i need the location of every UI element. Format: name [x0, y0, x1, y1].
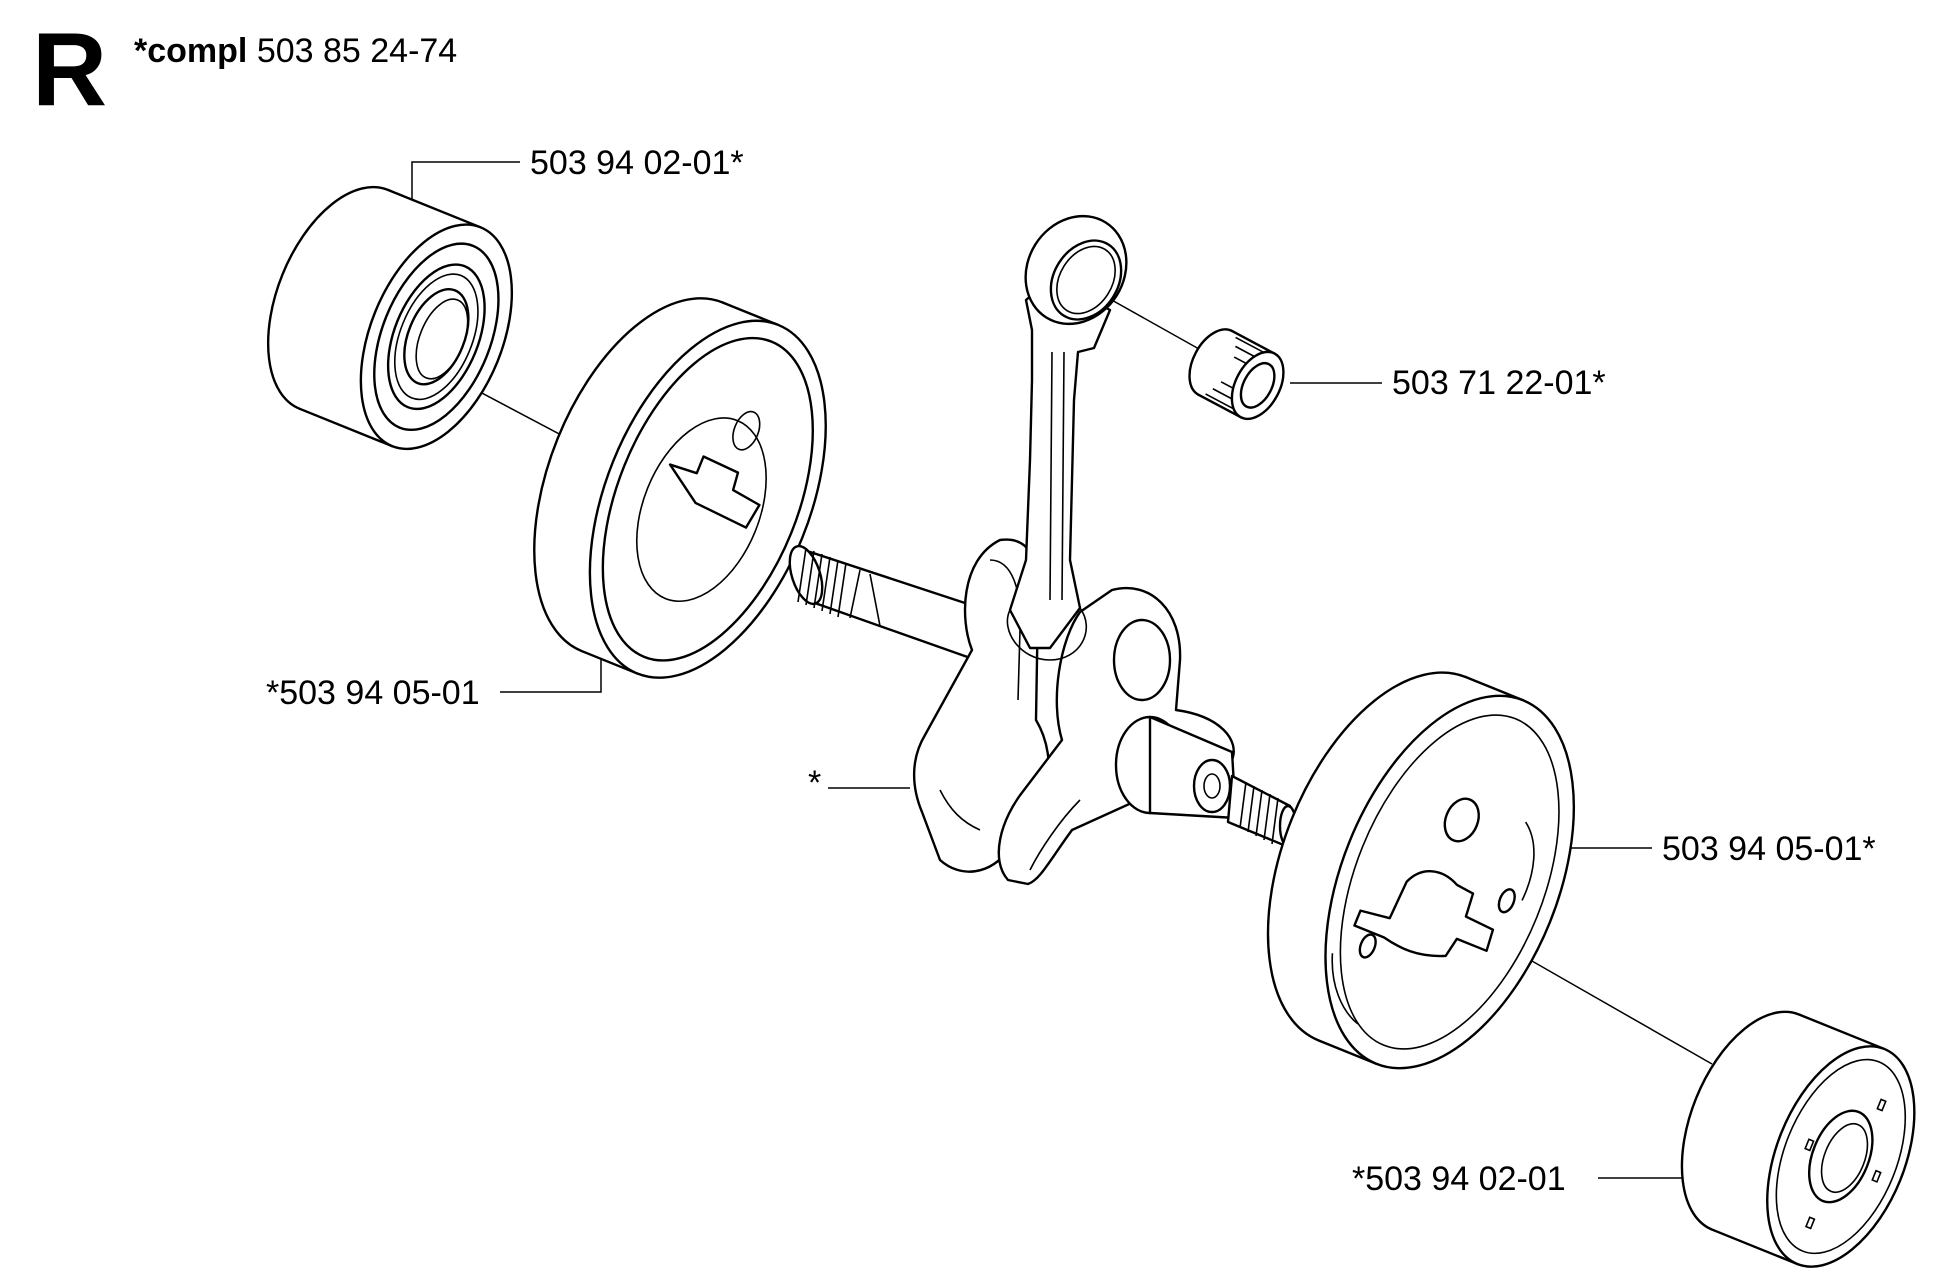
- crankshaft-left-stub: [788, 544, 978, 662]
- section-letter: R: [32, 12, 108, 128]
- leader-bearing-top-left: [411, 161, 520, 205]
- washer-left: [533, 297, 827, 679]
- label-washer-left: *503 94 05-01: [266, 674, 480, 712]
- ball-bearing-top-left: [266, 185, 514, 451]
- needle-bearing: [1188, 328, 1285, 421]
- label-washer-right: 503 94 05-01*: [1662, 830, 1876, 868]
- assembly-header: *compl 503 85 24-74: [134, 32, 457, 71]
- header-part-number: 503 85 24-74: [256, 32, 458, 70]
- crankshaft-right-stub: [1114, 715, 1298, 848]
- header-prefix: *compl: [134, 32, 248, 70]
- label-needle-bearing: 503 71 22-01*: [1392, 364, 1606, 402]
- ball-bearing-bottom-right: [1680, 1010, 1916, 1268]
- connecting-rod: [1006, 214, 1128, 661]
- label-bearing-top-left: 503 94 02-01*: [530, 144, 744, 182]
- leader-bearing-bottom-right: [1598, 1167, 1693, 1179]
- washer-right: [1266, 671, 1576, 1070]
- crankshaft-webs: [912, 538, 1235, 886]
- label-bearing-bottom-right: *503 94 02-01: [1352, 1160, 1566, 1198]
- label-crankshaft: *: [808, 764, 822, 802]
